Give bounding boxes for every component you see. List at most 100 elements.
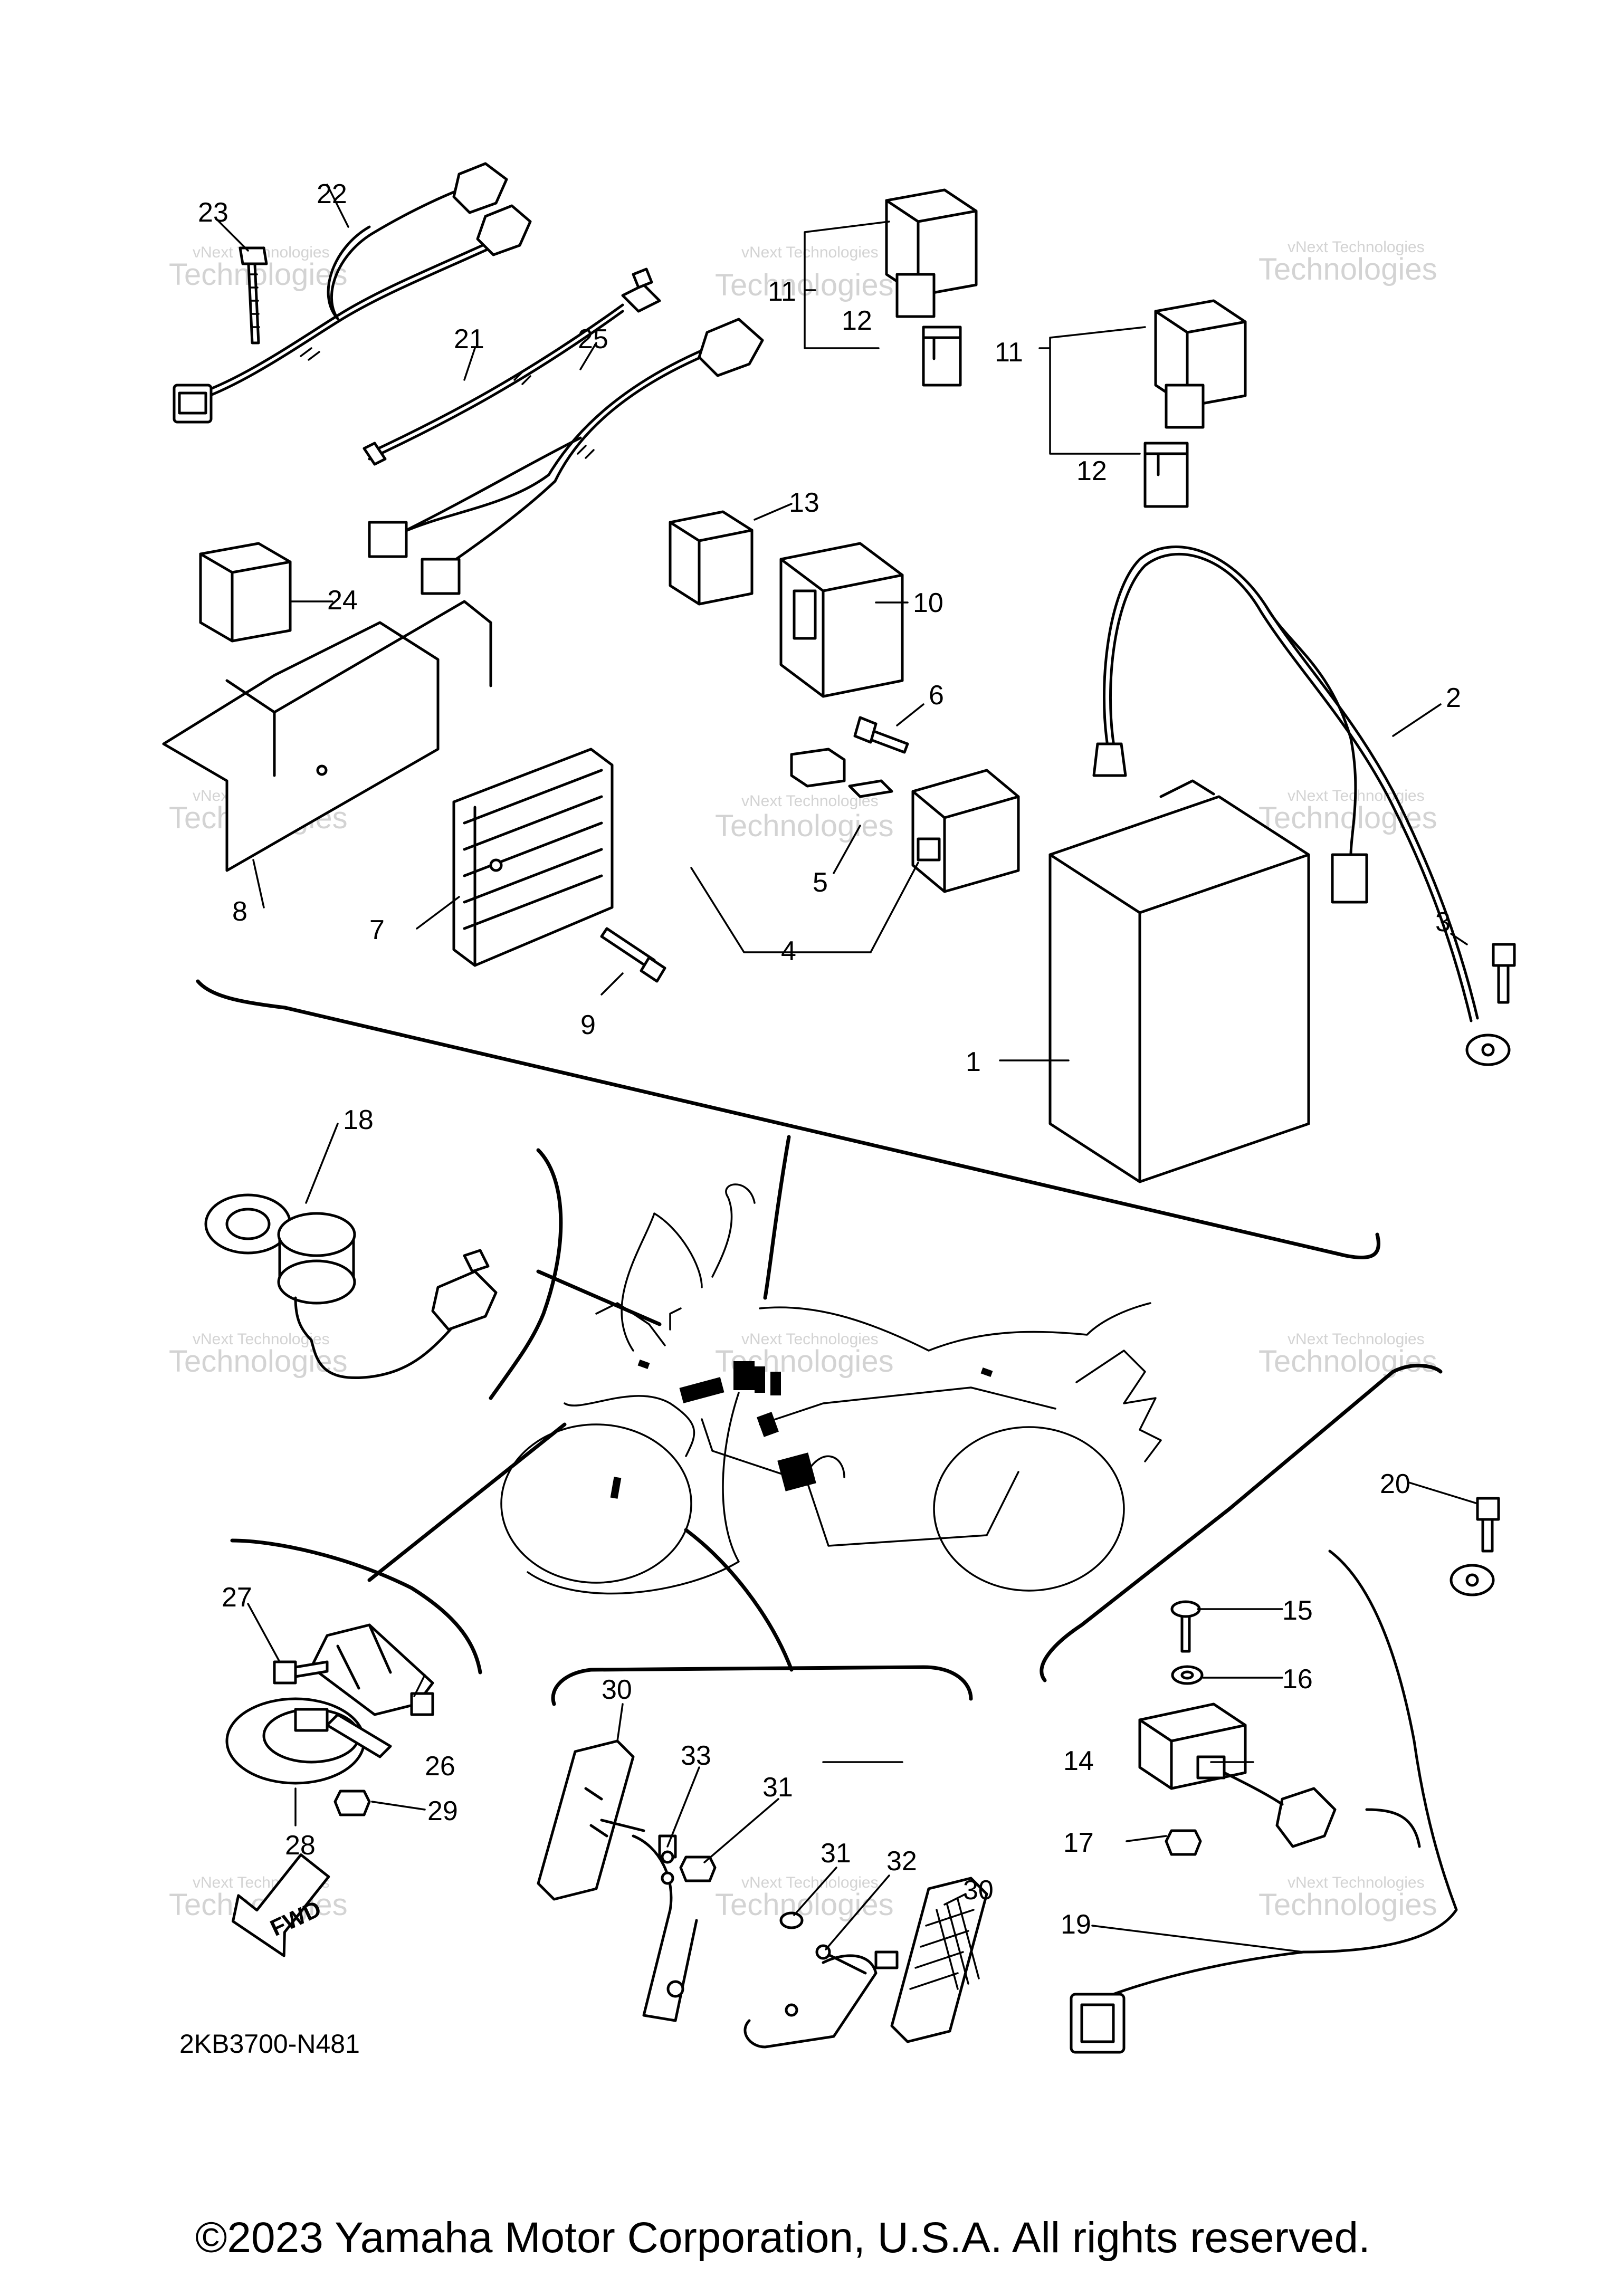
watermark-text: Technologies bbox=[169, 1344, 348, 1379]
watermark-text: Technologies bbox=[1258, 1344, 1437, 1379]
watermark: vNext Technologies Technologies bbox=[1258, 1874, 1437, 1922]
reflector-30-left[interactable] bbox=[537, 1739, 635, 1901]
callout-27: 27 bbox=[222, 1582, 252, 1613]
socket-12-right[interactable] bbox=[1143, 442, 1189, 508]
screw-15[interactable] bbox=[1170, 1600, 1201, 1653]
earth-lead-19[interactable] bbox=[1070, 1549, 1495, 2054]
bolt-20[interactable] bbox=[1476, 1497, 1500, 1553]
callout-2: 2 bbox=[1446, 683, 1461, 713]
callout-18: 18 bbox=[343, 1105, 374, 1135]
bracket-leader bbox=[763, 1135, 791, 1300]
watermark-text: vNext Technologies bbox=[1288, 1331, 1425, 1348]
watermark-text: vNext Technologies bbox=[741, 1331, 879, 1348]
callout-15: 15 bbox=[1282, 1595, 1313, 1626]
callout-17: 17 bbox=[1063, 1828, 1094, 1858]
group-bracket-top bbox=[196, 979, 1380, 1260]
relay-assembly-11-right[interactable] bbox=[1154, 299, 1247, 429]
sub-wire-harness-22[interactable] bbox=[173, 162, 532, 424]
nut-17[interactable] bbox=[1165, 1829, 1202, 1856]
callout-6: 6 bbox=[929, 680, 944, 711]
leader-18 bbox=[536, 1269, 662, 1326]
watermark: vNext Technologies Technologies bbox=[169, 1331, 348, 1379]
callout-19: 19 bbox=[1061, 1909, 1091, 1940]
bracket-19 bbox=[1040, 1507, 1232, 1682]
callout-11-left: 11 bbox=[768, 276, 796, 307]
callout-30-left: 30 bbox=[602, 1675, 632, 1705]
rectifier-cover-8[interactable] bbox=[162, 600, 492, 872]
reflector-stay-33[interactable] bbox=[600, 1819, 698, 2022]
sub-wire-harness-25[interactable] bbox=[368, 318, 764, 595]
nut-31-lower[interactable] bbox=[779, 1911, 804, 1929]
bolt-9[interactable] bbox=[600, 927, 666, 983]
callout-28: 28 bbox=[285, 1830, 316, 1861]
watermark-text: vNext Technologies bbox=[741, 1874, 879, 1891]
watermark-text: vNext Technologies bbox=[1288, 1874, 1425, 1891]
copyright-notice: ©2023 Yamaha Motor Corporation, U.S.A. A… bbox=[195, 2214, 1370, 2262]
bracket-18 bbox=[489, 1148, 563, 1400]
leader-lines bbox=[215, 184, 1479, 1953]
bracket-right bbox=[1227, 1364, 1443, 1511]
watermark-text: Technologies bbox=[715, 809, 894, 843]
control-unit-10[interactable] bbox=[779, 542, 904, 698]
watermark-text: vNext Technologies bbox=[741, 244, 879, 261]
callout-10: 10 bbox=[913, 588, 943, 618]
callout-9: 9 bbox=[580, 1010, 596, 1040]
callout-33: 33 bbox=[681, 1740, 711, 1771]
lead-wire-21[interactable] bbox=[363, 267, 661, 466]
callout-12-right: 12 bbox=[1076, 456, 1107, 486]
battery-1[interactable] bbox=[1048, 779, 1310, 1183]
relay-assembly-11-left[interactable] bbox=[885, 188, 978, 318]
callout-24: 24 bbox=[327, 585, 358, 616]
reflector-stay-32[interactable] bbox=[743, 1944, 878, 2049]
callout-1: 1 bbox=[966, 1047, 981, 1077]
watermark-text: vNext Technologies bbox=[741, 792, 879, 810]
washer-16[interactable] bbox=[1171, 1665, 1204, 1685]
watermark-text: vNext Technologies bbox=[1288, 238, 1425, 256]
bolt-27[interactable] bbox=[273, 1660, 329, 1685]
auxiliary-dc-jack-18[interactable] bbox=[204, 1193, 498, 1379]
callout-30-right: 30 bbox=[963, 1875, 994, 1906]
bracket-reflector bbox=[551, 1665, 973, 1706]
callout-8: 8 bbox=[232, 896, 247, 927]
callout-11-right: 11 bbox=[995, 337, 1023, 368]
leader-horn bbox=[367, 1422, 567, 1582]
lean-angle-sensor-14[interactable] bbox=[1138, 1702, 1284, 1806]
callout-16: 16 bbox=[1282, 1664, 1313, 1695]
watermark: vNext Technologies Technologies bbox=[715, 792, 894, 843]
battery-lead-2[interactable] bbox=[1092, 546, 1511, 1066]
nut-29[interactable] bbox=[333, 1790, 371, 1816]
rectifier-regulator-7[interactable] bbox=[452, 748, 614, 967]
relay-13[interactable] bbox=[669, 510, 754, 606]
callout-31-lower: 31 bbox=[821, 1838, 851, 1869]
bracket-horn bbox=[230, 1538, 482, 1675]
watermark: vNext Technologies Technologies bbox=[715, 1874, 894, 1922]
callout-23: 23 bbox=[198, 197, 228, 228]
watermark-text: Technologies bbox=[1258, 252, 1437, 286]
callout-4: 4 bbox=[781, 936, 796, 967]
fuse-5[interactable] bbox=[790, 748, 893, 798]
motorcycle-silhouette bbox=[500, 1183, 1162, 1595]
callout-20: 20 bbox=[1380, 1469, 1410, 1499]
callout-7: 7 bbox=[369, 915, 385, 945]
nut-31-upper[interactable] bbox=[679, 1855, 717, 1882]
reflector-30-right[interactable] bbox=[874, 1877, 988, 2043]
fuse-box-4[interactable] bbox=[911, 769, 1020, 893]
callout-29: 29 bbox=[427, 1796, 458, 1826]
callout-12-left: 12 bbox=[842, 305, 872, 336]
bolt-3[interactable] bbox=[1492, 943, 1516, 1004]
callouts: 1 2 3 4 5 6 7 8 9 10 11 11 12 12 13 14 1… bbox=[198, 179, 1461, 1940]
callout-31-upper: 31 bbox=[762, 1772, 793, 1803]
callout-14: 14 bbox=[1063, 1746, 1094, 1776]
bolt-26[interactable] bbox=[410, 1692, 434, 1716]
socket-12-left[interactable] bbox=[922, 326, 962, 387]
callout-22: 22 bbox=[317, 179, 347, 209]
relay-24[interactable] bbox=[199, 542, 292, 643]
bolt-6[interactable] bbox=[853, 716, 909, 754]
watermark: vNext Technologies Technologies bbox=[1258, 238, 1437, 286]
callout-21: 21 bbox=[454, 324, 484, 355]
cable-tie-23[interactable] bbox=[239, 246, 268, 345]
horn-28[interactable] bbox=[225, 1697, 366, 1785]
callout-26: 26 bbox=[425, 1751, 455, 1782]
callout-3: 3 bbox=[1435, 907, 1451, 937]
